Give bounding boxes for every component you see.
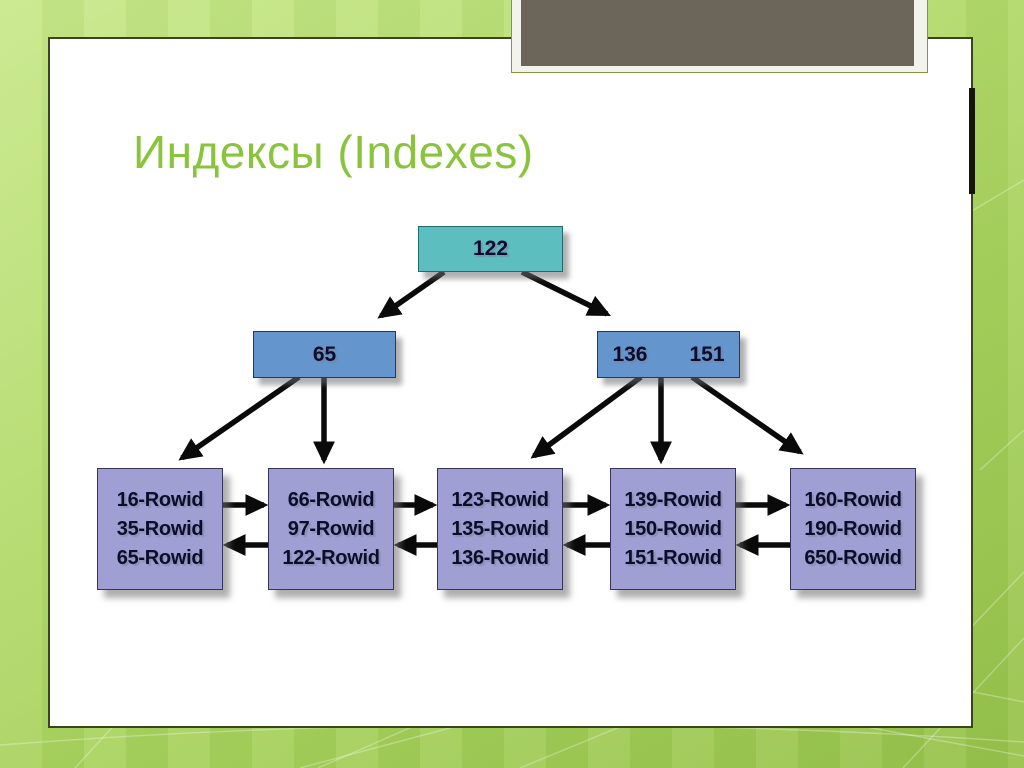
leaf-entry: 650-Rowid xyxy=(804,546,902,569)
leaf-entry: 97-Rowid xyxy=(287,517,375,540)
leaf-entry: 66-Rowid xyxy=(287,488,375,511)
btree-leaf-node-2: 123-Rowid 135-Rowid 136-Rowid xyxy=(437,468,563,590)
leaf-entry: 123-Rowid xyxy=(451,488,549,511)
btree-internal-node-right: 136 151 xyxy=(597,331,740,378)
slide-title: Индексы (Indexes) xyxy=(133,125,534,178)
leaf-entry: 122-Rowid xyxy=(282,546,380,569)
btree-leaf-node-3: 139-Rowid 150-Rowid 151-Rowid xyxy=(610,468,736,590)
leaf-entry: 65-Rowid xyxy=(116,546,204,569)
root-key: 122 xyxy=(472,237,509,260)
internal-key: 151 xyxy=(689,342,725,366)
leaf-entry: 135-Rowid xyxy=(451,517,549,540)
leaf-entry: 151-Rowid xyxy=(624,546,722,569)
btree-leaf-node-4: 160-Rowid 190-Rowid 650-Rowid xyxy=(790,468,916,590)
slide-header-bar xyxy=(521,0,914,66)
leaf-entry: 150-Rowid xyxy=(624,517,722,540)
leaf-entry: 35-Rowid xyxy=(116,517,204,540)
btree-internal-node-left: 65 xyxy=(253,331,396,378)
internal-key: 136 xyxy=(612,342,648,366)
btree-leaf-node-1: 66-Rowid 97-Rowid 122-Rowid xyxy=(268,468,394,590)
btree-root-node: 122 xyxy=(418,226,563,272)
internal-key: 65 xyxy=(312,342,337,366)
leaf-entry: 136-Rowid xyxy=(451,546,549,569)
leaf-entry: 139-Rowid xyxy=(624,488,722,511)
leaf-entry: 160-Rowid xyxy=(804,488,902,511)
btree-leaf-node-0: 16-Rowid 35-Rowid 65-Rowid xyxy=(97,468,223,590)
leaf-entry: 190-Rowid xyxy=(804,517,902,540)
right-accent-bar xyxy=(969,88,975,194)
slide-header-frame xyxy=(511,0,928,73)
leaf-entry: 16-Rowid xyxy=(116,488,204,511)
